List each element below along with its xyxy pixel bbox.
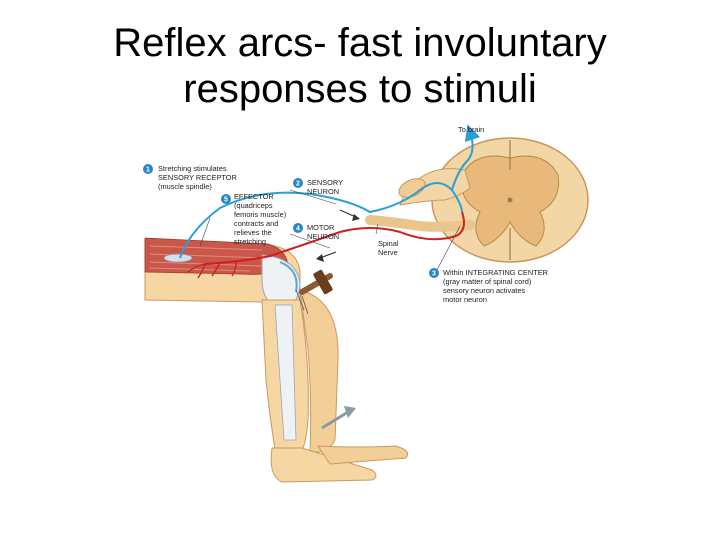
- step-5-line-6: stretching: [234, 237, 266, 246]
- muscle-spindle: [163, 253, 193, 263]
- step-5-badge: [221, 194, 231, 204]
- step-5-line-2: (quadriceps: [234, 201, 273, 210]
- step-3-label: 3 Within INTEGRATING CENTER (gray matter…: [429, 268, 548, 304]
- step-2-label: 2 SENSORY NEURON: [293, 178, 343, 196]
- to-brain-label: To brain: [458, 125, 484, 134]
- step-4-label: 4 MOTOR NEURON: [293, 223, 339, 241]
- step-2-line-1: SENSORY: [307, 178, 343, 187]
- step-5-line-3: femoris muscle): [234, 210, 286, 219]
- svg-text:2: 2: [296, 181, 300, 188]
- step-3-badge: [429, 268, 439, 278]
- step-5-label: 5 EFFECTOR (quadriceps femoris muscle) c…: [221, 192, 286, 246]
- step-2-line-2: NEURON: [307, 187, 339, 196]
- svg-text:4: 4: [296, 226, 300, 233]
- step-1-label: 1 Stretching stimulates SENSORY RECEPTOR…: [143, 164, 237, 191]
- step-3-line-2: (gray matter of spinal cord): [443, 277, 531, 286]
- step-4-badge: [293, 223, 303, 233]
- step-5-line-4: contracts and: [234, 219, 278, 228]
- title-line-2: responses to stimuli: [183, 67, 537, 111]
- svg-text:3: 3: [432, 271, 436, 278]
- slide-title: Reflex arcs- fast involuntary responses …: [0, 20, 720, 112]
- title-line-1: Reflex arcs- fast involuntary: [113, 21, 607, 65]
- motor-neuron-path: [204, 211, 465, 265]
- sensory-to-brain-path: [451, 124, 481, 191]
- step-5-line-5: relieves the: [234, 228, 272, 237]
- step-2-badge: [293, 178, 303, 188]
- spinal-cord: [365, 137, 589, 263]
- step-4-line-2: NEURON: [307, 232, 339, 241]
- step-1-line-3: (muscle spindle): [158, 182, 212, 191]
- reflex-hammer: [295, 269, 333, 315]
- step-5-line-1: EFFECTOR: [234, 192, 274, 201]
- svg-text:1: 1: [146, 167, 150, 174]
- leg-illustration: [144, 237, 409, 483]
- leg-kick-arrow: [321, 406, 356, 430]
- spinal-nerve-line-1: Spinal: [378, 239, 399, 248]
- spinal-nerve-label: Spinal Nerve: [378, 239, 399, 257]
- spinal-nerve-line-2: Nerve: [378, 248, 398, 257]
- step-1-line-1: Stretching stimulates: [158, 164, 227, 173]
- step-1-badge: [143, 164, 153, 174]
- svg-text:5: 5: [224, 197, 228, 204]
- motor-end-plates: [187, 261, 237, 279]
- step-3-line-1: Within INTEGRATING CENTER: [443, 268, 548, 277]
- step-4-line-1: MOTOR: [307, 223, 334, 232]
- step-1-line-2: SENSORY RECEPTOR: [158, 173, 237, 182]
- step-3-line-3: sensory neuron activates: [443, 286, 525, 295]
- step-3-line-4: motor neuron: [443, 295, 487, 304]
